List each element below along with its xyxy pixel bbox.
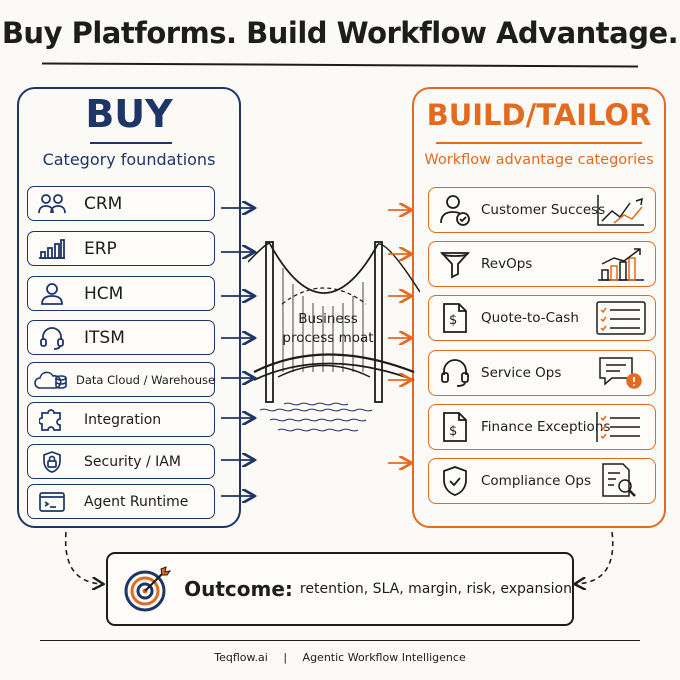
dashed-arrow-buy-to-outcome xyxy=(64,531,102,584)
trend-up-chart-icon xyxy=(593,188,649,232)
bar-chart-icon xyxy=(34,232,70,265)
outcome-box: Outcome: retention, SLA, margin, risk, e… xyxy=(106,552,574,626)
buy-item-label: Integration xyxy=(84,411,162,428)
bridge-label: Business process moat xyxy=(280,310,376,348)
buy-heading-underline xyxy=(90,142,172,144)
build-item-service-ops[interactable]: Service Ops xyxy=(428,350,656,396)
build-item-label: RevOps xyxy=(481,256,533,272)
build-item-finance-exceptions[interactable]: $ Finance Exceptions xyxy=(428,404,656,450)
buy-item-label: ITSM xyxy=(84,327,125,348)
headset-icon xyxy=(435,351,475,395)
bridge-label-line2: process moat xyxy=(282,330,374,346)
terminal-icon xyxy=(34,485,70,518)
footer-tagline: Agentic Workflow Intelligence xyxy=(302,651,466,664)
page-title: Buy Platforms. Build Workflow Advantage. xyxy=(1,16,679,50)
buy-item-label: ERP xyxy=(84,238,117,259)
build-item-customer-success[interactable]: Customer Success xyxy=(428,187,656,233)
dashed-arrow-build-to-outcome xyxy=(576,531,614,584)
buy-item-itsm[interactable]: ITSM xyxy=(27,320,215,355)
build-item-label: Customer Success xyxy=(481,202,606,218)
buy-panel xyxy=(17,87,241,528)
build-item-label: Quote-to-Cash xyxy=(481,310,579,326)
checklist-icon xyxy=(593,296,649,340)
bridge-label-line1: Business xyxy=(298,311,358,327)
buy-subheading: Category foundations xyxy=(42,150,216,169)
footer-brand[interactable]: Teqflow.ai xyxy=(214,651,268,664)
build-item-label: Finance Exceptions xyxy=(481,419,611,435)
document-dollar-icon: $ xyxy=(435,405,475,449)
shield-check-icon xyxy=(435,459,475,503)
document-search-icon xyxy=(593,459,649,503)
buy-heading: BUY xyxy=(85,92,173,136)
build-item-label: Service Ops xyxy=(481,365,562,381)
cloud-database-icon xyxy=(34,363,68,396)
buy-item-label: CRM xyxy=(84,193,123,214)
buy-item-hcm[interactable]: HCM xyxy=(27,276,215,311)
invoice-dollar-icon: $ xyxy=(435,296,475,340)
build-item-revops[interactable]: RevOps xyxy=(428,241,656,287)
buy-item-data-cloud[interactable]: Data Cloud / Warehouse xyxy=(27,362,215,397)
buy-item-label: Agent Runtime xyxy=(84,493,189,510)
build-item-compliance-ops[interactable]: Compliance Ops xyxy=(428,458,656,504)
bridge-illustration xyxy=(248,241,420,432)
svg-text:$: $ xyxy=(449,424,457,439)
checklist-icon xyxy=(593,405,649,449)
buy-item-erp[interactable]: ERP xyxy=(27,231,215,266)
puzzle-icon xyxy=(34,403,70,436)
build-item-label: Compliance Ops xyxy=(481,473,591,489)
growth-bars-icon xyxy=(593,242,649,286)
svg-text:$: $ xyxy=(449,313,457,328)
buy-item-integration[interactable]: Integration xyxy=(27,402,215,437)
buy-item-security[interactable]: Security / IAM xyxy=(27,444,215,479)
build-subheading: Workflow advantage categories xyxy=(424,152,654,168)
alert-message-icon xyxy=(593,351,649,395)
person-icon xyxy=(34,277,70,310)
users-icon xyxy=(34,187,70,220)
headset-icon xyxy=(34,321,70,354)
buy-item-label: Data Cloud / Warehouse xyxy=(76,372,216,387)
footer-divider xyxy=(40,640,640,641)
build-heading-underline xyxy=(436,142,642,144)
outcome-heading: Outcome: xyxy=(184,577,293,601)
user-check-icon xyxy=(435,188,475,232)
footer: Teqflow.ai | Agentic Workflow Intelligen… xyxy=(0,651,680,664)
funnel-icon xyxy=(435,242,475,286)
build-item-quote-to-cash[interactable]: $ Quote-to-Cash xyxy=(428,295,656,341)
lock-icon xyxy=(34,445,70,478)
buy-item-agent-runtime[interactable]: Agent Runtime xyxy=(27,484,215,519)
footer-separator: | xyxy=(283,651,288,664)
outcome-text: retention, SLA, margin, risk, expansion xyxy=(299,581,572,597)
buy-item-label: Security / IAM xyxy=(84,453,181,470)
build-panel xyxy=(412,87,666,528)
buy-item-crm[interactable]: CRM xyxy=(27,186,215,221)
target-icon xyxy=(122,561,172,617)
build-heading: BUILD/TAILOR xyxy=(426,98,652,132)
buy-item-label: HCM xyxy=(84,283,124,304)
